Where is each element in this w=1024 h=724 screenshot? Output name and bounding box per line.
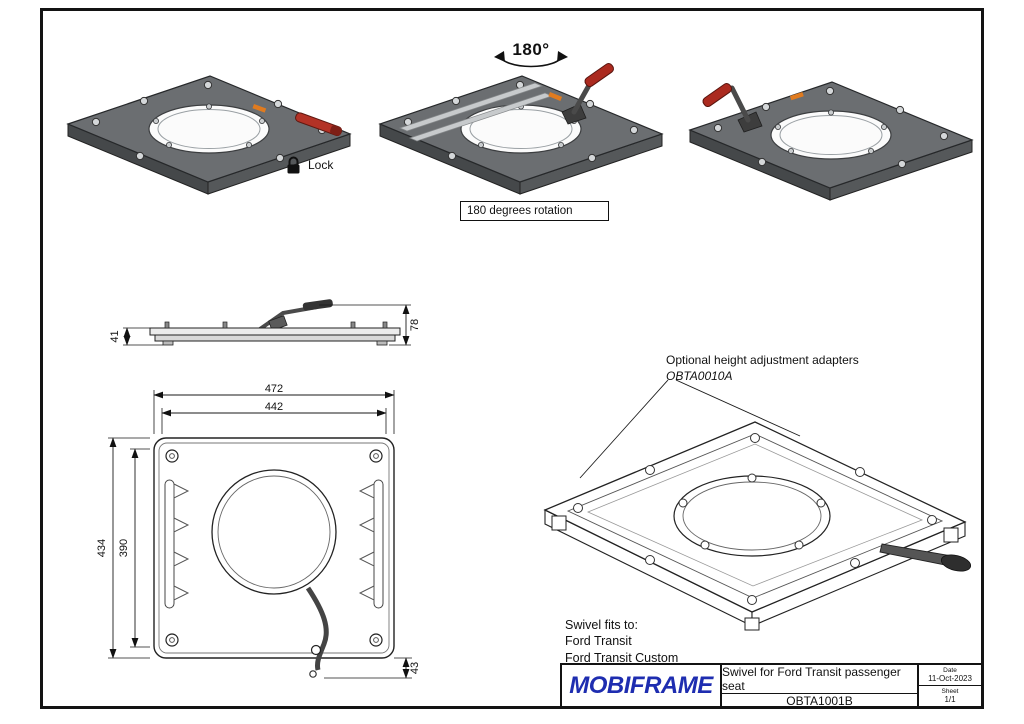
sheet-cell: Sheet 1/1 (919, 686, 981, 706)
warning-sticker (790, 91, 804, 101)
corner-bolts (573, 433, 937, 605)
iso-view-adapters (543, 379, 972, 631)
rotation-arrows-icon (494, 51, 568, 68)
date-cell: Date 11-Oct-2023 (919, 665, 981, 686)
sheet-label: Sheet (941, 687, 959, 695)
top-view: 472 442 434 390 43 (96, 383, 421, 679)
sheet-value: 1/1 (944, 695, 956, 705)
release-lever (305, 586, 329, 678)
lock-annotation: Lock (285, 155, 333, 175)
date-value: 11-Oct-2023 (928, 674, 972, 684)
date-label: Date (943, 666, 957, 674)
warning-sticker (548, 92, 563, 102)
rotation-note-box: 180 degrees rotation (460, 201, 609, 221)
drawing-frame: 180° Lock 180 degrees rotation (40, 8, 984, 709)
corner-bolts (165, 449, 383, 647)
iso-view-mid-rotation (379, 63, 663, 195)
side-view-dimensions: 41 78 (109, 304, 421, 346)
release-handle (879, 543, 972, 572)
fits-title: Swivel fits to: (565, 618, 638, 632)
dim-handle-drop: 43 (409, 662, 421, 674)
height-adjustment-adapters (551, 515, 959, 631)
warning-sticker (252, 104, 267, 113)
bearing-bolts (678, 473, 826, 550)
fits-item-2: Ford Transit Custom (565, 650, 679, 665)
rotation-angle-label: 180° (512, 40, 550, 59)
dim-stack-height: 41 (109, 330, 121, 342)
dim-outer-width: 472 (265, 383, 283, 395)
adapter-leader-lines (579, 379, 801, 479)
adapter-note-title: Optional height adjustment adapters (666, 353, 859, 367)
iso-line-drawing (543, 421, 972, 631)
iso-view-rotated-180 (689, 81, 973, 201)
lock-label: Lock (308, 158, 334, 172)
lock-handle-raised (561, 63, 615, 125)
top-view-dimensions: 472 442 434 390 43 (96, 383, 421, 679)
right-rail (358, 479, 384, 609)
title-block-meta: Date 11-Oct-2023 Sheet 1/1 (919, 665, 981, 706)
rotation-badge: 180° (492, 40, 570, 75)
fits-note: Swivel fits to: Ford Transit Ford Transi… (565, 617, 678, 666)
lock-icon (287, 156, 300, 174)
swivel-bearing-inner (217, 475, 331, 589)
adapter-note: Optional height adjustment adapters OBTA… (666, 353, 859, 384)
side-view-bolts (164, 321, 388, 329)
title-block-main: Swivel for Ford Transit passenger seat O… (722, 665, 919, 708)
lock-handle-stowed (295, 112, 343, 137)
brand-logo-text: MOBIFRAME (569, 671, 713, 699)
top-view-drawing (153, 437, 395, 678)
dim-total-height: 78 (409, 319, 421, 331)
drawing-title: Swivel for Ford Transit passenger seat (722, 665, 917, 694)
dim-inner-width: 442 (265, 401, 283, 413)
side-view: 41 78 (109, 299, 421, 346)
swivel-plate (67, 75, 351, 195)
dim-inner-height: 390 (118, 539, 130, 557)
fits-item-1: Ford Transit (565, 634, 632, 649)
swivel-bearing-outer (211, 469, 337, 595)
adapter-note-part: OBTA0010A (666, 368, 733, 383)
iso-view-locked (67, 75, 351, 195)
rotation-note-text: 180 degrees rotation (467, 205, 573, 217)
lock-handle-raised (702, 83, 763, 133)
left-rail (164, 479, 190, 609)
title-block: MOBIFRAME Swivel for Ford Transit passen… (560, 663, 981, 708)
brand-logo: MOBIFRAME (562, 665, 722, 706)
dim-outer-height: 434 (96, 539, 108, 557)
part-number: OBTA1001B (786, 694, 853, 708)
side-view-drawing (149, 299, 401, 346)
swivel-plate (689, 81, 973, 201)
